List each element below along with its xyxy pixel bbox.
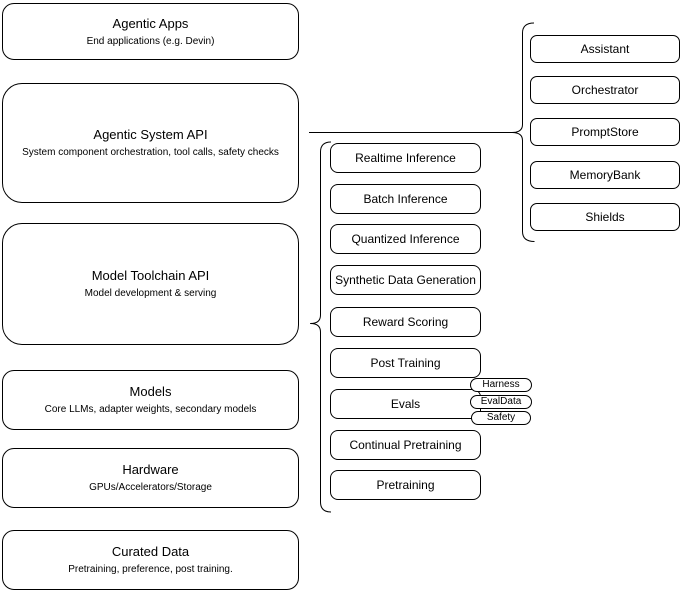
component-memorybank: MemoryBank — [530, 161, 680, 189]
toolchain-item-reward-scoring: Reward Scoring — [330, 307, 481, 337]
toolchain-item-label: Realtime Inference — [355, 151, 456, 165]
agentic-system-api-title: Agentic System API — [93, 127, 208, 142]
agentic-apps-box: Agentic Apps End applications (e.g. Devi… — [2, 3, 299, 60]
agentic-apps-subtitle: End applications (e.g. Devin) — [86, 35, 215, 47]
toolchain-item-label: Batch Inference — [363, 192, 448, 206]
hardware-box: Hardware GPUs/Accelerators/Storage — [2, 448, 299, 508]
model-toolchain-api-box: Model Toolchain API Model development & … — [2, 223, 299, 345]
toolchain-item-realtime-inference: Realtime Inference — [330, 143, 481, 173]
toolchain-item-label: Quantized Inference — [351, 232, 460, 246]
toolchain-item-label: Pretraining — [376, 478, 435, 492]
curated-data-title: Curated Data — [111, 544, 190, 559]
component-label: Orchestrator — [571, 83, 639, 97]
component-promptstore: PromptStore — [530, 118, 680, 146]
toolchain-item-label: Continual Pretraining — [349, 438, 462, 452]
toolchain-item-batch-inference: Batch Inference — [330, 184, 481, 214]
component-assistant: Assistant — [530, 35, 680, 63]
models-box: Models Core LLMs, adapter weights, secon… — [2, 370, 299, 430]
toolchain-item-post-training: Post Training — [330, 348, 481, 378]
component-orchestrator: Orchestrator — [530, 76, 680, 104]
models-subtitle: Core LLMs, adapter weights, secondary mo… — [44, 404, 257, 415]
component-label: Assistant — [580, 42, 630, 56]
agentic-apps-title: Agentic Apps — [112, 15, 189, 31]
toolchain-item-pretraining: Pretraining — [330, 470, 481, 500]
toolchain-item-label: Reward Scoring — [362, 315, 449, 329]
hardware-title: Hardware — [122, 462, 179, 477]
model-toolchain-api-subtitle: Model development & serving — [84, 288, 217, 299]
model-toolchain-api-title: Model Toolchain API — [91, 268, 210, 283]
component-label: MemoryBank — [569, 168, 641, 182]
toolchain-item-quantized-inference: Quantized Inference — [330, 224, 481, 254]
models-title: Models — [129, 384, 172, 399]
agentic-system-api-box: Agentic System API System component orch… — [2, 83, 299, 203]
toolchain-brace — [310, 141, 332, 513]
agentic-system-api-subtitle: System component orchestration, tool cal… — [22, 147, 279, 158]
curated-data-box: Curated Data Pretraining, preference, po… — [2, 530, 299, 590]
component-label: PromptStore — [571, 125, 639, 139]
toolchain-item-evals: Evals — [330, 389, 481, 419]
toolchain-item-label: Evals — [390, 397, 421, 411]
evals-tag-label: EvalData — [480, 396, 522, 407]
toolchain-item-synthetic-data-generation: Synthetic Data Generation — [330, 265, 481, 295]
component-shields: Shields — [530, 203, 680, 231]
toolchain-item-label: Post Training — [370, 356, 441, 370]
hardware-subtitle: GPUs/Accelerators/Storage — [89, 482, 212, 493]
evals-tag-label: Harness — [482, 379, 520, 390]
evals-tag-safety: Safety — [471, 411, 531, 425]
toolchain-item-continual-pretraining: Continual Pretraining — [330, 430, 481, 460]
toolchain-item-label: Synthetic Data Generation — [335, 273, 476, 287]
evals-tag-label: Safety — [486, 412, 516, 423]
evals-tag-evaldata: EvalData — [470, 395, 532, 409]
curated-data-subtitle: Pretraining, preference, post training. — [68, 564, 233, 575]
component-label: Shields — [585, 210, 625, 224]
evals-tag-harness: Harness — [470, 378, 532, 392]
